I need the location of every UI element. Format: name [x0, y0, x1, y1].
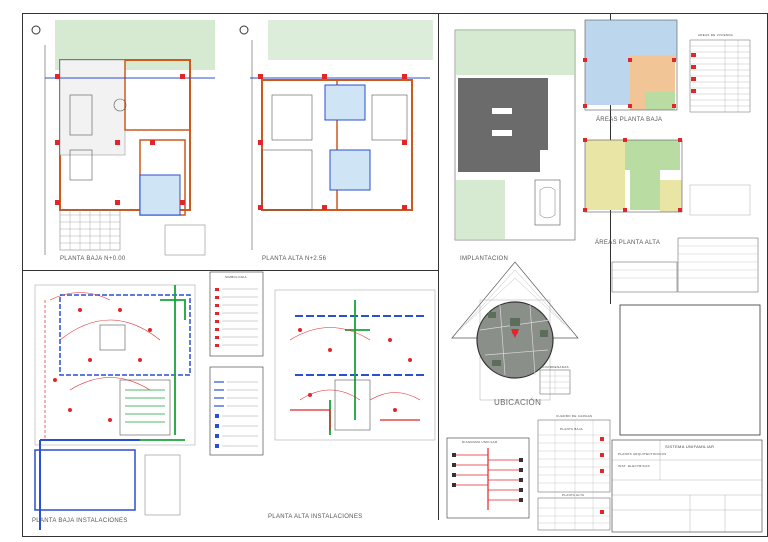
plan-baja-instalaciones	[34, 284, 196, 530]
plan-alta	[239, 20, 433, 250]
location-map	[451, 261, 579, 401]
diagram-title: DIAGRAMA UNIFILAR	[462, 440, 498, 444]
title-block	[611, 237, 763, 533]
coordinates-title: COORDENADAS	[542, 365, 569, 369]
implantacion-title: IMPLANTACION	[460, 256, 509, 262]
areas-baja	[583, 19, 678, 111]
load-schedule	[537, 419, 611, 531]
plan-baja-inst-title: PLANTA BAJA INSTALACIONES	[32, 518, 128, 524]
plan-alta-inst-title: PLANTA ALTA INSTALACIONES	[268, 514, 363, 520]
load-schedule-title: CUADRO DE CARGAS	[556, 414, 593, 418]
plan-baja	[31, 20, 215, 256]
load-schedule-alta: PLANTA ALTA	[562, 493, 585, 497]
legend-boxes	[209, 271, 264, 456]
areas-table-title: AREAS DE VIVIENDA	[698, 33, 734, 37]
titleblock-line3: INST. ELECTRICAS	[618, 464, 650, 468]
areas-alta	[583, 138, 751, 216]
areas-table	[689, 39, 751, 113]
divider-horizontal	[22, 270, 438, 271]
plan-alta-title: PLANTA ALTA N+2.56	[262, 256, 327, 262]
legend-title: SIMBOLOGIA	[225, 275, 247, 279]
titleblock-line2: PLANOS ARQUITECTONICOS	[618, 452, 667, 456]
areas-alta-title: ÁREAS PLANTA ALTA	[595, 240, 661, 246]
titleblock-line1: SISTEMA UNIFAMILIAR	[665, 444, 715, 449]
plan-alta-instalaciones	[274, 289, 436, 441]
load-schedule-baja: PLANTA BAJA	[560, 427, 583, 431]
site-plan	[454, 29, 576, 241]
areas-baja-title: ÁREAS PLANTA BAJA	[596, 117, 663, 123]
plan-baja-title: PLANTA BAJA N+0.00	[60, 256, 126, 262]
divider-vertical-1	[438, 14, 439, 520]
ubicacion-title: UBICACIÓN	[494, 398, 542, 407]
single-line-diagram	[446, 437, 530, 519]
